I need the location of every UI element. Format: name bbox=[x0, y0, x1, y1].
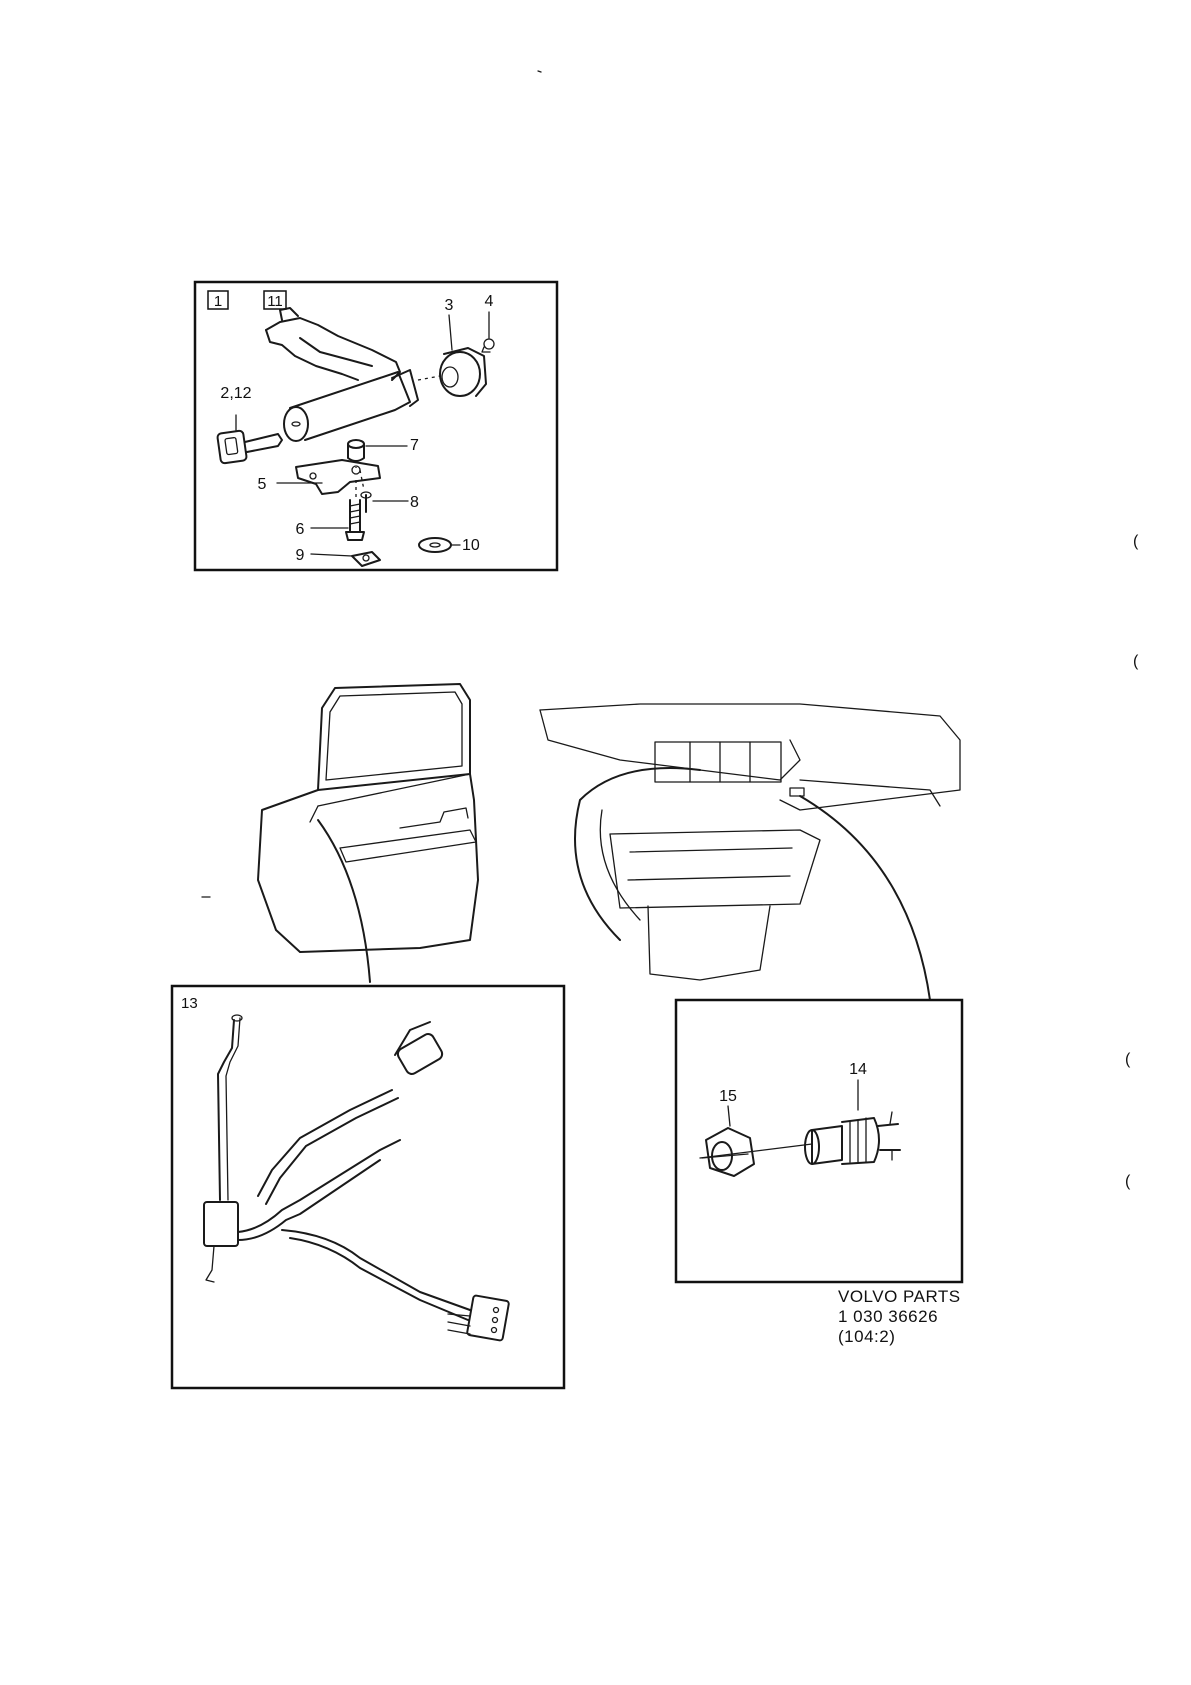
boxed-number-1: 1 bbox=[214, 293, 222, 310]
door-illustration bbox=[257, 683, 479, 983]
callout-2-12: 2,12 bbox=[220, 385, 251, 402]
callout-7: 7 bbox=[410, 437, 419, 454]
margin-mark: ( bbox=[1133, 533, 1139, 550]
door-switch-panel: 14 15 bbox=[674, 998, 964, 1284]
harness-drawing bbox=[203, 1014, 510, 1342]
margin-mark: ( bbox=[1125, 1051, 1131, 1068]
wire-harness-frame bbox=[170, 984, 566, 1390]
reference-block: VOLVO PARTS 1 030 36626 (104:2) bbox=[838, 1287, 961, 1346]
margin-marks: ( ( ( ( bbox=[201, 70, 1139, 1190]
reference-page: (104:2) bbox=[838, 1327, 895, 1346]
steering-lock-frame bbox=[193, 280, 559, 572]
reference-brand: VOLVO PARTS bbox=[838, 1287, 961, 1306]
wire-harness-panel: 13 bbox=[170, 984, 566, 1390]
callout-8: 8 bbox=[410, 494, 419, 511]
callout-5: 5 bbox=[258, 476, 267, 493]
switch-drawing bbox=[699, 1079, 901, 1177]
steering-lock-panel: 1 11 bbox=[193, 280, 559, 572]
callout-13: 13 bbox=[181, 995, 198, 1012]
callout-9: 9 bbox=[296, 547, 305, 564]
margin-mark: ( bbox=[1125, 1173, 1131, 1190]
callout-14: 14 bbox=[849, 1061, 867, 1078]
callout-3: 3 bbox=[445, 297, 454, 314]
door-switch-frame bbox=[674, 998, 964, 1284]
boxed-number-11: 11 bbox=[267, 293, 283, 310]
callout-4: 4 bbox=[485, 293, 494, 310]
callout-15: 15 bbox=[719, 1088, 737, 1105]
callout-10: 10 bbox=[462, 537, 480, 554]
margin-mark: ( bbox=[1133, 653, 1139, 670]
lock-housing-drawing bbox=[216, 307, 495, 567]
callout-6: 6 bbox=[296, 521, 305, 538]
dashboard-illustration bbox=[539, 703, 961, 1001]
reference-part-number: 1 030 36626 bbox=[838, 1307, 938, 1326]
